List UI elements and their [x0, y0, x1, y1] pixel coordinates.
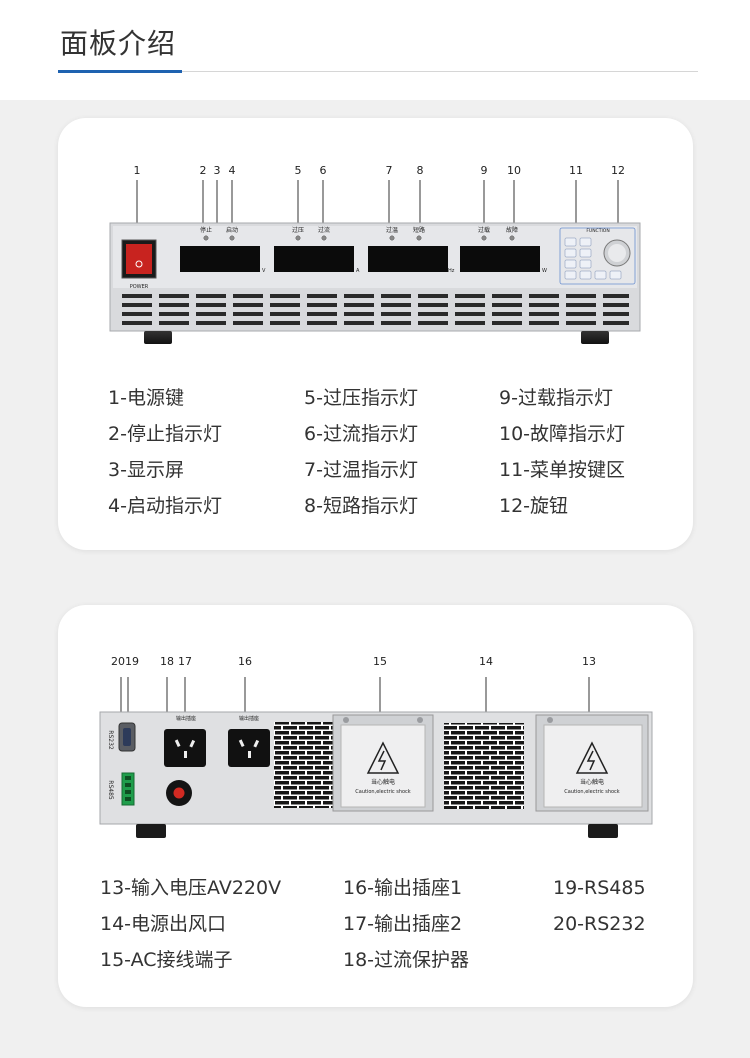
callout-9: 9 — [481, 164, 488, 177]
unit-v: V — [262, 268, 266, 274]
led-start — [229, 235, 235, 241]
legend-item: 6-过流指示灯 — [304, 423, 418, 445]
legend-item: 4-启动指示灯 — [108, 495, 222, 517]
warning-cn-13: 当心触电 — [580, 778, 604, 786]
callout-1: 1 — [134, 164, 141, 177]
front-legend-col-2: 5-过压指示灯 6-过流指示灯 7-过温指示灯 8-短路指示灯 — [304, 380, 418, 524]
front-legend-col-3: 9-过载指示灯 10-故障指示灯 11-菜单按键区 12-旋钮 — [499, 380, 625, 524]
legend-item: 1-电源键 — [108, 387, 184, 409]
callout-3: 3 — [214, 164, 221, 177]
page-header: 面板介绍 — [0, 0, 750, 100]
callout-10: 10 — [507, 164, 521, 177]
callout-8: 8 — [417, 164, 424, 177]
label-start: 启动 — [226, 226, 238, 234]
callout-12: 12 — [611, 164, 625, 177]
legend-item: 7-过温指示灯 — [304, 459, 418, 481]
led-short — [416, 235, 422, 241]
page-title: 面板介绍 — [60, 27, 177, 60]
legend-item: 5-过压指示灯 — [304, 387, 418, 409]
front-panel-card: 1 2 3 4 5 6 7 8 9 10 11 12 POWER 停止 启动 过… — [58, 118, 693, 550]
rear-panel-illustration: 2019 18 17 16 15 14 13 RS232 RS485 输出插座 … — [99, 655, 653, 838]
rear-legend-col-2: 16-输出插座1 17-输出插座2 18-过流保护器 — [343, 870, 469, 978]
label-oc: 过流 — [318, 226, 330, 234]
callout-11: 11 — [569, 164, 583, 177]
callout-13: 13 — [582, 655, 596, 668]
callout-7: 7 — [386, 164, 393, 177]
legend-item: 15-AC接线端子 — [100, 949, 233, 971]
callout-5: 5 — [295, 164, 302, 177]
rear-legend-col-3: 19-RS485 20-RS232 — [553, 870, 646, 942]
function-label: FUNCTION — [586, 228, 609, 234]
led-oc — [321, 235, 327, 241]
power-label: POWER — [130, 284, 149, 290]
legend-item: 8-短路指示灯 — [304, 495, 418, 517]
legend-item: 12-旋钮 — [499, 495, 569, 517]
callout-14: 14 — [479, 655, 493, 668]
out1-label: 输出插座 — [239, 715, 259, 722]
callout-2019: 2019 — [111, 655, 139, 668]
callout-4: 4 — [229, 164, 236, 177]
callout-6: 6 — [320, 164, 327, 177]
callout-17: 17 — [178, 655, 192, 668]
legend-item: 10-故障指示灯 — [499, 423, 626, 445]
led-ot — [389, 235, 395, 241]
led-fault — [509, 235, 515, 241]
warning-cn-15: 当心触电 — [371, 778, 395, 786]
legend-item: 3-显示屏 — [108, 459, 184, 481]
legend-item: 19-RS485 — [553, 877, 646, 899]
label-short: 短路 — [413, 226, 425, 234]
legend-item: 16-输出插座1 — [343, 877, 463, 899]
callout-16: 16 — [238, 655, 252, 668]
legend-item: 17-输出插座2 — [343, 913, 463, 935]
unit-hz: Hz — [448, 268, 455, 274]
rear-legend-col-1: 13-输入电压AV220V 14-电源出风口 15-AC接线端子 — [100, 870, 281, 978]
legend-item: 18-过流保护器 — [343, 949, 470, 971]
warning-en-13: Caution,electric shock — [564, 789, 620, 795]
callout-18: 18 — [160, 655, 174, 668]
label-fault: 故障 — [506, 226, 518, 234]
legend-item: 14-电源出风口 — [100, 913, 227, 935]
led-stop — [203, 235, 209, 241]
label-ov: 过压 — [292, 226, 304, 234]
rs485-label: RS485 — [107, 780, 114, 800]
label-ol: 过载 — [478, 226, 490, 234]
label-stop: 停止 — [200, 226, 212, 234]
legend-item: 20-RS232 — [553, 913, 646, 935]
rear-panel-card: 2019 18 17 16 15 14 13 RS232 RS485 输出插座 … — [58, 605, 693, 1007]
rs232-label: RS232 — [107, 730, 114, 750]
legend-item: 9-过载指示灯 — [499, 387, 613, 409]
title-accent-bar — [58, 70, 182, 73]
out2-label: 输出插座 — [176, 715, 196, 722]
label-ot: 过温 — [386, 226, 398, 234]
unit-w: W — [542, 268, 547, 274]
legend-item: 11-菜单按键区 — [499, 459, 626, 481]
led-ov — [295, 235, 301, 241]
warning-en-15: Caution,electric shock — [355, 789, 411, 795]
callout-2: 2 — [200, 164, 207, 177]
front-legend-col-1: 1-电源键 2-停止指示灯 3-显示屏 4-启动指示灯 — [108, 380, 222, 524]
legend-item: 13-输入电压AV220V — [100, 877, 282, 899]
title-divider — [58, 71, 698, 72]
led-ol — [481, 235, 487, 241]
unit-a: A — [356, 268, 360, 274]
front-panel-illustration: 1 2 3 4 5 6 7 8 9 10 11 12 POWER 停止 启动 过… — [109, 164, 641, 344]
legend-item: 2-停止指示灯 — [108, 423, 222, 445]
callout-15: 15 — [373, 655, 387, 668]
